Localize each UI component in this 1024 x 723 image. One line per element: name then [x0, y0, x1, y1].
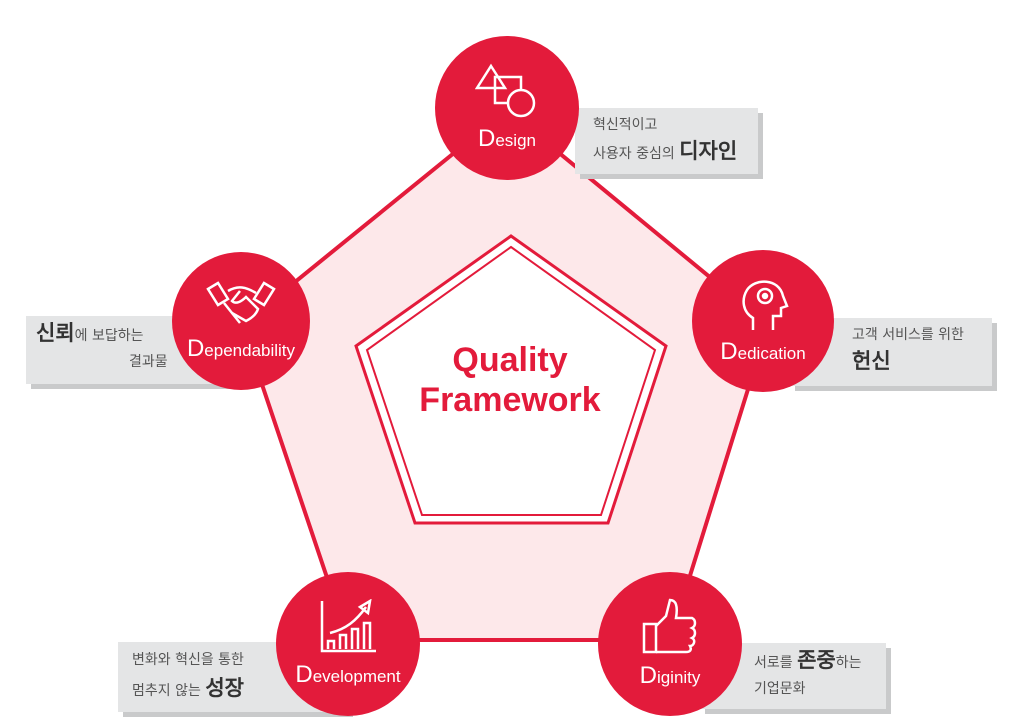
- desc-text: 서로를: [754, 655, 798, 671]
- desc-emphasis: 디자인: [679, 139, 738, 163]
- shapes-icon: [475, 63, 536, 118]
- node-diginity: Diginity: [598, 572, 742, 716]
- design-description: 혁신적이고 사용자 중심의 디자인: [575, 108, 758, 174]
- desc-emphasis: 존중: [797, 648, 836, 672]
- desc-line: 기업문화: [754, 681, 806, 697]
- node-development: Development: [276, 572, 420, 716]
- title-line-2: Framework: [419, 381, 601, 419]
- thumbs-up-icon: [642, 598, 697, 654]
- node-design: Design: [435, 36, 579, 180]
- label-rest: evelopment: [312, 667, 401, 686]
- label-initial: D: [639, 662, 657, 689]
- growth-chart-icon: [320, 599, 376, 653]
- label-initial: D: [186, 335, 205, 362]
- desc-line: 변화와 혁신을 통한: [132, 652, 244, 668]
- desc-line: 결과물: [129, 354, 168, 370]
- desc-text: 멈추지 않는: [132, 683, 206, 699]
- node-dependability: Dependability: [172, 252, 310, 390]
- label-rest: esign: [495, 131, 536, 150]
- desc-text: 에 보답하는: [74, 328, 144, 344]
- node-dedication: Dedication: [692, 250, 834, 392]
- handshake-icon: [206, 281, 276, 324]
- desc-line: 고객 서비스를 위한: [852, 327, 964, 343]
- desc-emphasis: 성장: [205, 676, 244, 700]
- label-initial: D: [295, 661, 313, 688]
- desc-text: 사용자 중심의: [593, 146, 680, 162]
- inner-pentagon-inner-line: [365, 245, 657, 516]
- desc-text: 하는: [835, 655, 862, 671]
- title-line-1: Quality: [452, 341, 568, 379]
- label-initial: D: [720, 338, 738, 365]
- label-rest: edication: [737, 344, 806, 363]
- center-title: Quality Framework: [380, 340, 640, 420]
- label-rest: iginity: [656, 668, 701, 687]
- desc-emphasis: 헌신: [852, 349, 891, 373]
- desc-emphasis: 신뢰: [36, 321, 75, 345]
- label-initial: D: [478, 125, 496, 152]
- desc-line: 혁신적이고: [593, 117, 658, 133]
- label-rest: ependability: [204, 341, 296, 360]
- head-gear-icon: [742, 280, 789, 330]
